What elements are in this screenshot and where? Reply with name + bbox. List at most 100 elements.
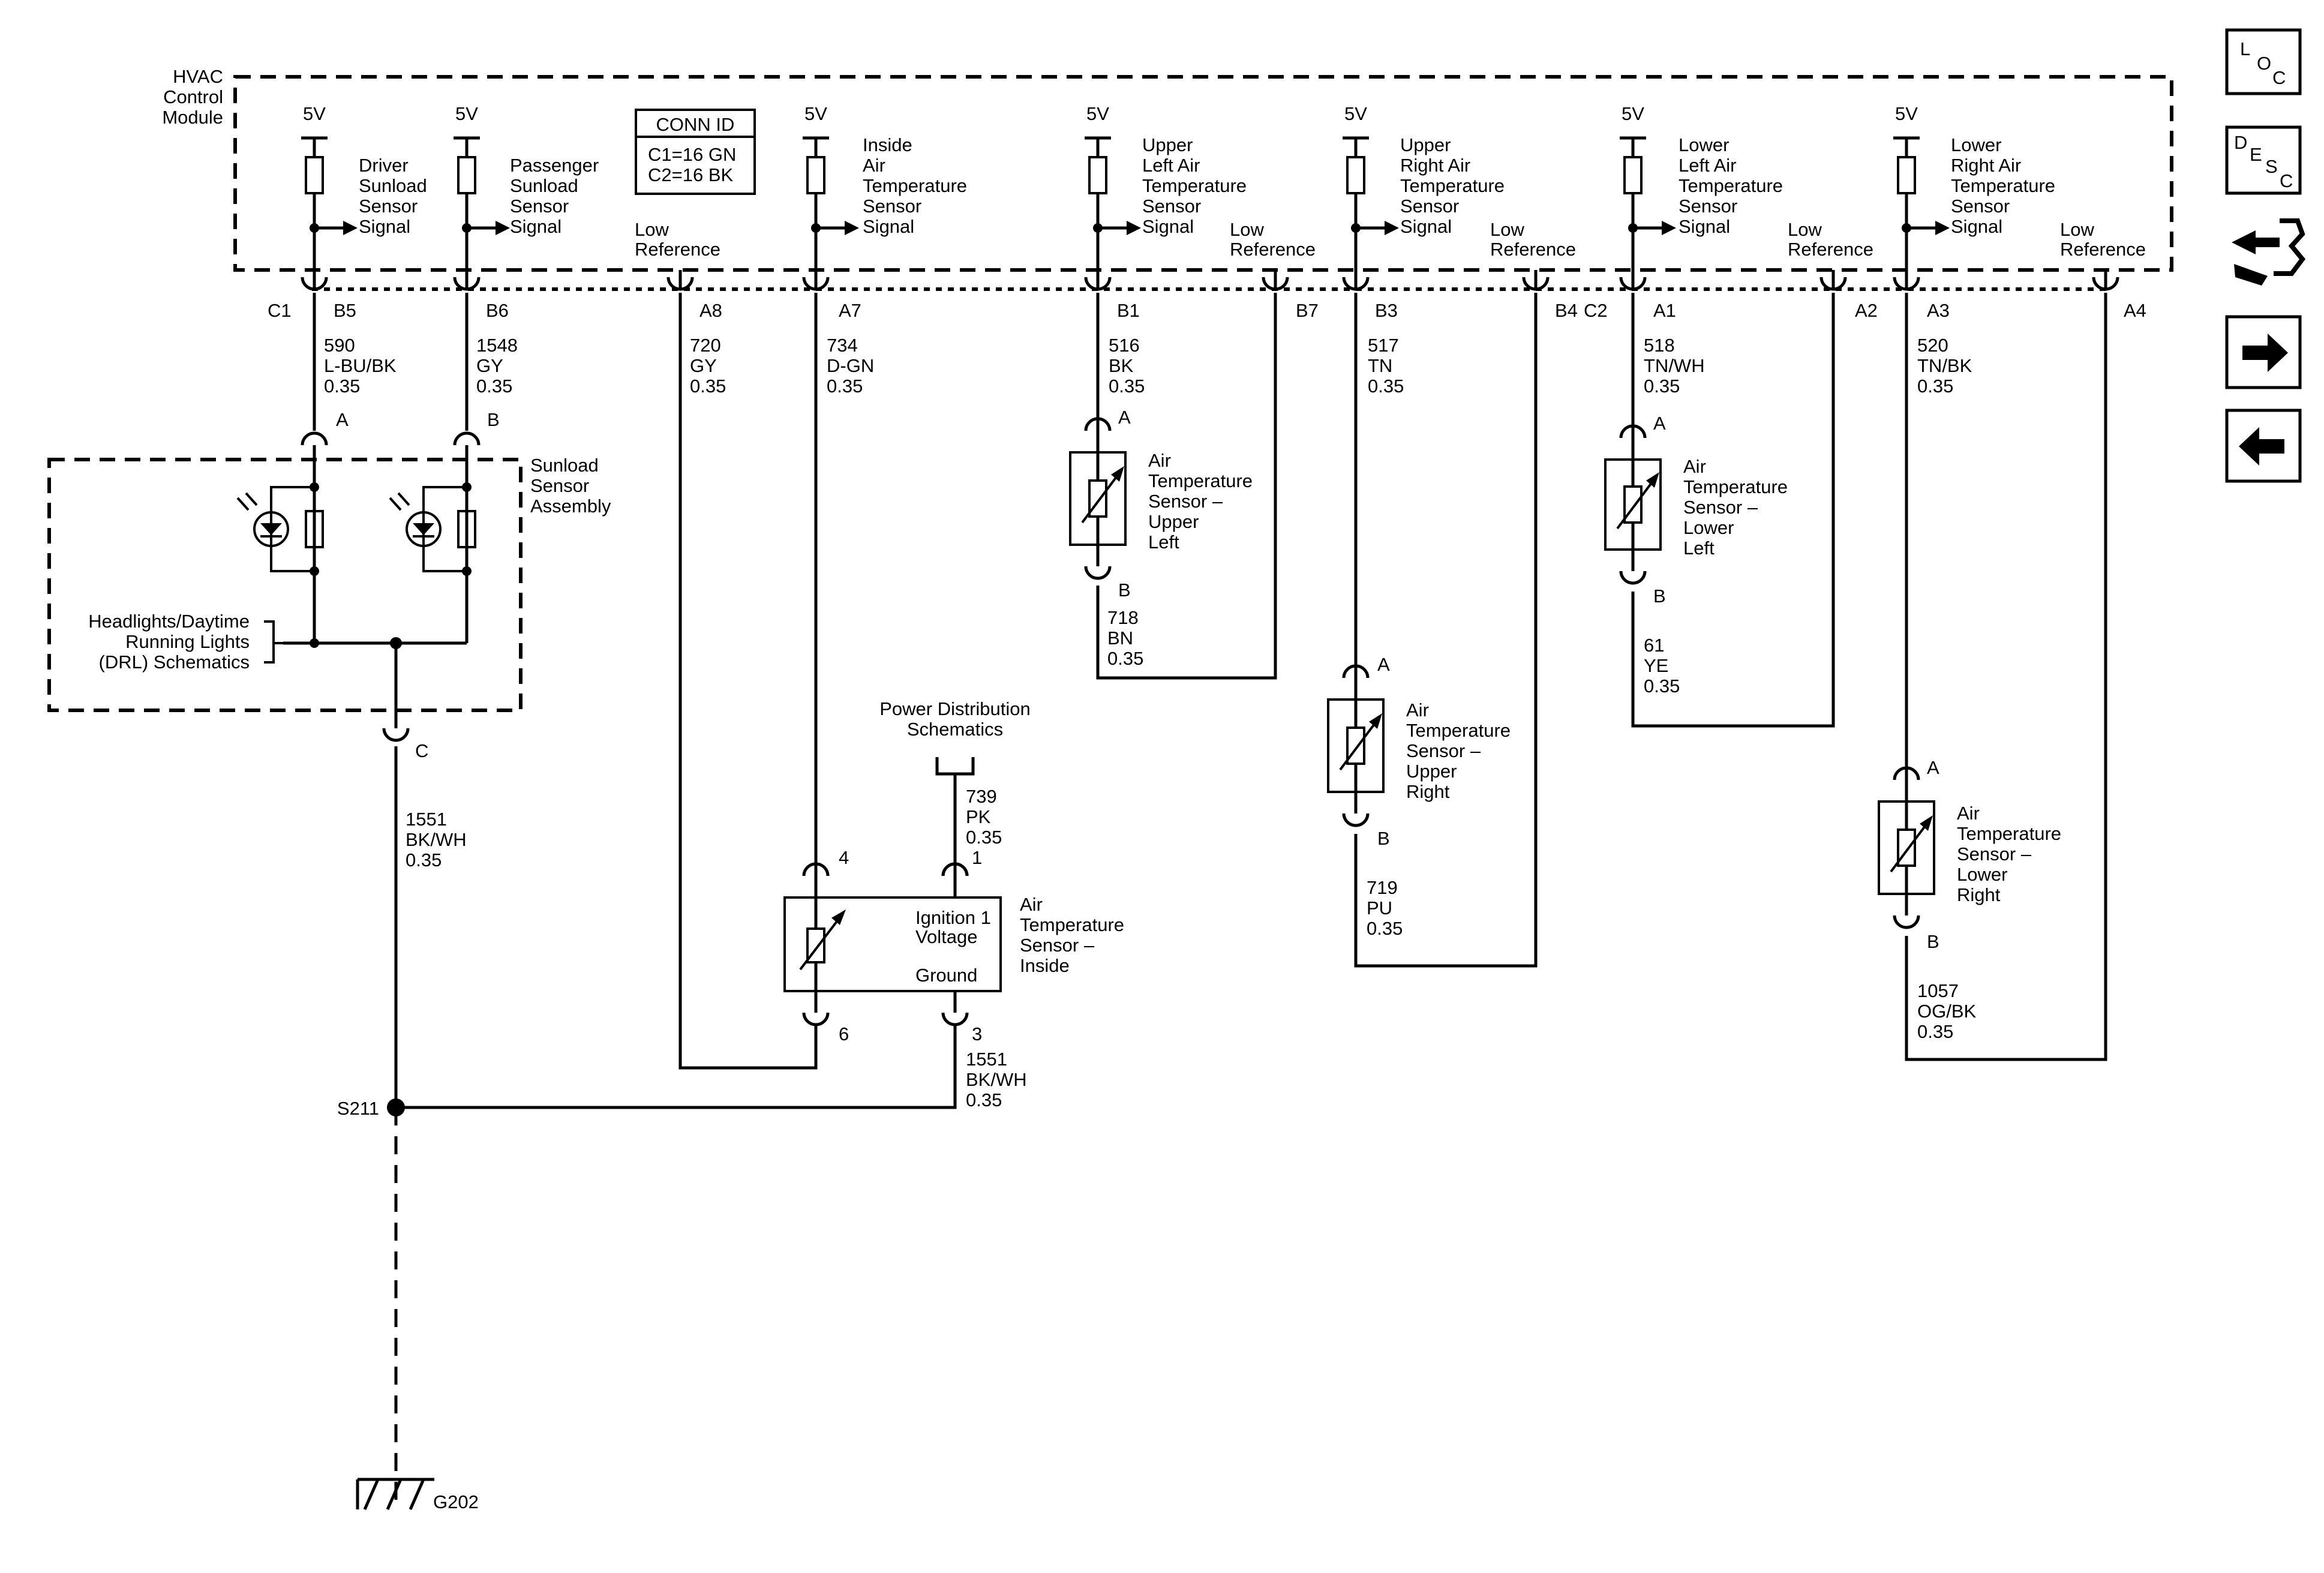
low-ref-a8: Low Reference — [635, 219, 720, 260]
ground-g202: G202 — [356, 1478, 479, 1512]
supply-voltage-label: 5V — [303, 103, 326, 124]
low-ref-b4: Low Reference — [1490, 219, 1576, 260]
svg-text:Low: Low — [1230, 219, 1264, 240]
drl-label-2: Running Lights — [125, 631, 250, 652]
signal-label-driver: Driver Sunload Sensor Signal — [359, 155, 427, 237]
svg-text:Temperature: Temperature — [1020, 914, 1124, 935]
nav-desc-button[interactable]: D E S C — [2225, 125, 2302, 195]
module-label-3: Module — [162, 107, 223, 128]
sensor-inside: 4 1 6 3 Ignition 1 Voltage Ground Air Te… — [783, 847, 1124, 1044]
arrow-left-icon — [2239, 427, 2284, 466]
svg-text:Low: Low — [2060, 219, 2094, 240]
sunload-title-1: Sunload — [530, 455, 599, 476]
signal-label-inside: Inside Air Temperature Sensor Signal — [863, 134, 967, 237]
svg-text:Sensor: Sensor — [510, 196, 569, 217]
svg-text:Temperature: Temperature — [863, 175, 967, 196]
svg-text:Air: Air — [863, 155, 885, 176]
pin-b7: B7 — [1296, 300, 1319, 321]
wire-1548-num: 1548 — [476, 335, 518, 356]
svg-text:Temperature: Temperature — [1679, 175, 1783, 196]
svg-text:Signal: Signal — [1142, 216, 1194, 237]
svg-text:Reference: Reference — [2060, 239, 2146, 260]
signal-label-lower-left: Lower Left Air Temperature Sensor Signal — [1679, 134, 1783, 237]
ul-pin-b: B — [1118, 580, 1131, 601]
svg-text:Signal: Signal — [510, 216, 562, 237]
wire-734-num: 734 — [827, 335, 858, 356]
wire-720-color: GY — [690, 355, 717, 376]
svg-text:Inside: Inside — [1020, 955, 1070, 976]
svg-text:Upper: Upper — [1406, 761, 1457, 782]
ur-pin-b: B — [1377, 828, 1390, 849]
sensor-lower-left-labels: Air Temperature Sensor – Lower Left A B — [1653, 413, 1788, 607]
wire-1551b-size: 0.35 — [966, 1089, 1002, 1110]
splice-s211: S211 — [337, 1098, 405, 1119]
conn-id-title: CONN ID — [656, 114, 735, 135]
svg-text:Driver: Driver — [359, 155, 409, 176]
svg-text:Air: Air — [1683, 456, 1706, 477]
pin-a4: A4 — [2124, 300, 2146, 321]
pin-c1: C1 — [268, 300, 292, 321]
sunload-pin-c: C — [415, 740, 428, 761]
svg-text:Sensor –: Sensor – — [1957, 843, 2032, 864]
svg-text:Sensor –: Sensor – — [1683, 497, 1758, 518]
connector-wrench-icon[interactable] — [2232, 218, 2306, 286]
power-distribution: Power Distribution Schematics — [879, 698, 1031, 876]
pin-b1: B1 — [1117, 300, 1140, 321]
supply-passenger: 5V — [454, 103, 510, 270]
wire-518-num: 518 — [1644, 335, 1675, 356]
wire-1057-size: 0.35 — [1917, 1021, 1953, 1042]
svg-text:Reference: Reference — [1788, 239, 1873, 260]
previous-arrow-button[interactable] — [2225, 409, 2302, 483]
svg-text:Low: Low — [1788, 219, 1822, 240]
wire-517-color: TN — [1368, 355, 1392, 376]
wire-1551a-num: 1551 — [406, 809, 447, 830]
svg-text:Signal: Signal — [1679, 216, 1730, 237]
wire-520-color: TN/BK — [1917, 355, 1972, 376]
wire-labels: 590 L-BU/BK 0.35 1548 GY 0.35 720 GY 0.3… — [324, 335, 1977, 1110]
splice-label: S211 — [337, 1098, 379, 1119]
wire-1551a-size: 0.35 — [406, 849, 442, 870]
svg-text:Temperature: Temperature — [1400, 175, 1505, 196]
svg-text:Right Air: Right Air — [1951, 155, 2021, 176]
wire-520-size: 0.35 — [1917, 376, 1953, 397]
svg-text:Lower: Lower — [1679, 134, 1729, 155]
wire-590-num: 590 — [324, 335, 355, 356]
wire-516-num: 516 — [1109, 335, 1140, 356]
wire-739-num: 739 — [966, 786, 997, 807]
svg-text:Signal: Signal — [863, 216, 914, 237]
wire-739-color: PK — [966, 806, 991, 827]
svg-text:Left: Left — [1148, 532, 1179, 553]
ul-pin-a: A — [1118, 407, 1131, 428]
pin-b6: B6 — [486, 300, 509, 321]
signal-label-upper-left: Upper Left Air Temperature Sensor Signal — [1142, 134, 1247, 237]
svg-text:E: E — [2250, 144, 2262, 165]
next-arrow-button[interactable] — [2225, 315, 2302, 389]
svg-text:O: O — [2257, 53, 2271, 74]
power-dist-2: Schematics — [907, 719, 1003, 740]
wire-518-size: 0.35 — [1644, 376, 1680, 397]
svg-text:Reference: Reference — [1230, 239, 1316, 260]
svg-text:Sensor: Sensor — [863, 196, 921, 217]
pin-a7: A7 — [839, 300, 861, 321]
svg-text:Sensor: Sensor — [359, 196, 418, 217]
svg-text:L: L — [2240, 38, 2250, 59]
sensor-upper-right-labels: Air Temperature Sensor – Upper Right A B — [1377, 654, 1511, 849]
svg-text:Signal: Signal — [359, 216, 410, 237]
svg-text:Air: Air — [1406, 700, 1429, 721]
nav-loc-button[interactable]: L O C — [2225, 28, 2302, 95]
wire-516-color: BK — [1109, 355, 1134, 376]
supply-upper-left: 5V — [1085, 103, 1141, 270]
sensor-upper-left — [1069, 417, 1127, 580]
supply-lower-right: 5V — [1893, 103, 1950, 270]
wire-590-color: L-BU/BK — [324, 355, 397, 376]
svg-text:Temperature: Temperature — [1683, 476, 1788, 497]
conn-id-c2: C2=16 BK — [648, 164, 734, 185]
wire-1548-color: GY — [476, 355, 503, 376]
supply-voltage-label: 5V — [804, 103, 827, 124]
sensor-lower-left — [1604, 424, 1662, 585]
svg-text:Low: Low — [635, 219, 669, 240]
wire-734-size: 0.35 — [827, 376, 863, 397]
svg-text:D: D — [2234, 132, 2247, 153]
wire-1548-size: 0.35 — [476, 376, 512, 397]
